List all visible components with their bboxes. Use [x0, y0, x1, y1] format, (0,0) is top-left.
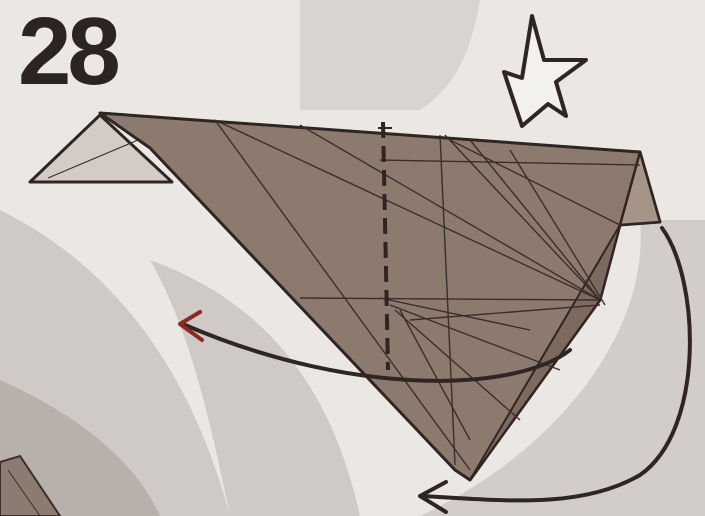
step-number: 28	[18, 4, 117, 100]
